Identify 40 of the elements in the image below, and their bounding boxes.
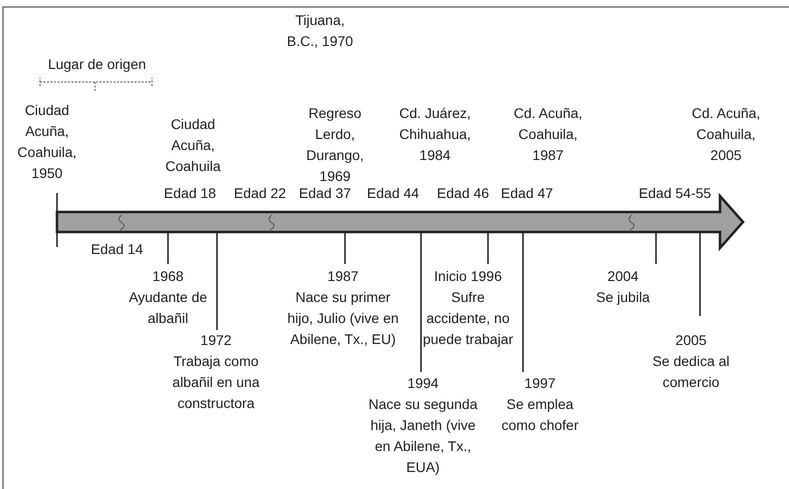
leader-line <box>167 232 169 264</box>
event-year: 2004 <box>606 267 640 286</box>
leader-line <box>655 232 657 264</box>
event-description: Nace su segunda hija, Janeth (vive en Abilene, Tx., EUA) <box>368 395 478 477</box>
leader-line <box>216 232 218 330</box>
event-description: Sufre accidente, no puede trabajar <box>422 288 514 349</box>
age-label: Edad 22 <box>232 184 288 203</box>
age-label: Edad 46 <box>436 184 490 203</box>
event-year: Inicio 1996 <box>433 267 503 286</box>
event-description: Se emplea como chofer <box>500 395 580 435</box>
place-label: Cd. Acuña, Coahuila, 2005 <box>690 104 762 165</box>
event-year: 1987 <box>326 267 360 286</box>
leader-line <box>522 232 524 372</box>
age-label: Edad 54-55 <box>638 184 712 203</box>
event-description: Se jubila <box>595 288 651 307</box>
leader-line <box>699 232 701 316</box>
age-label: Edad 18 <box>162 184 218 203</box>
leader-line <box>344 232 346 264</box>
place-label: Cd. Juárez, Chihuahua, 1984 <box>398 104 472 165</box>
age-label: Edad 47 <box>500 184 554 203</box>
place-label: Ciudad Acuña, Coahuila <box>164 115 222 176</box>
age-label: Edad 37 <box>298 184 352 203</box>
age-label: Edad 14 <box>90 240 144 259</box>
age-label: Edad 44 <box>366 184 420 203</box>
event-description: Ayudante de albañil <box>128 288 208 328</box>
event-year: 1994 <box>406 374 440 393</box>
event-year: 1972 <box>199 331 233 350</box>
place-label: Cd. Acuña, Coahuila, 1987 <box>512 104 584 165</box>
event-description: Trabaja como albañil en una constructora <box>171 352 261 413</box>
place-label: Ciudad Acuña, Coahuila, 1950 <box>16 101 78 183</box>
event-description: Se dedica al comercio <box>651 352 731 392</box>
event-year: 2005 <box>674 331 708 350</box>
place-label: Tijuana, B.C., 1970 <box>286 11 354 51</box>
event-description: Nace su primer hijo, Julio (vive en Abilene, Tx., EU) <box>287 288 399 349</box>
leader-line <box>487 232 489 264</box>
place-label: Regreso Lerdo, Durango, 1969 <box>305 104 365 186</box>
event-year: 1968 <box>151 267 185 286</box>
bracket-label: Lugar de origen <box>46 55 148 74</box>
event-year: 1997 <box>523 374 557 393</box>
leader-line <box>420 232 422 372</box>
